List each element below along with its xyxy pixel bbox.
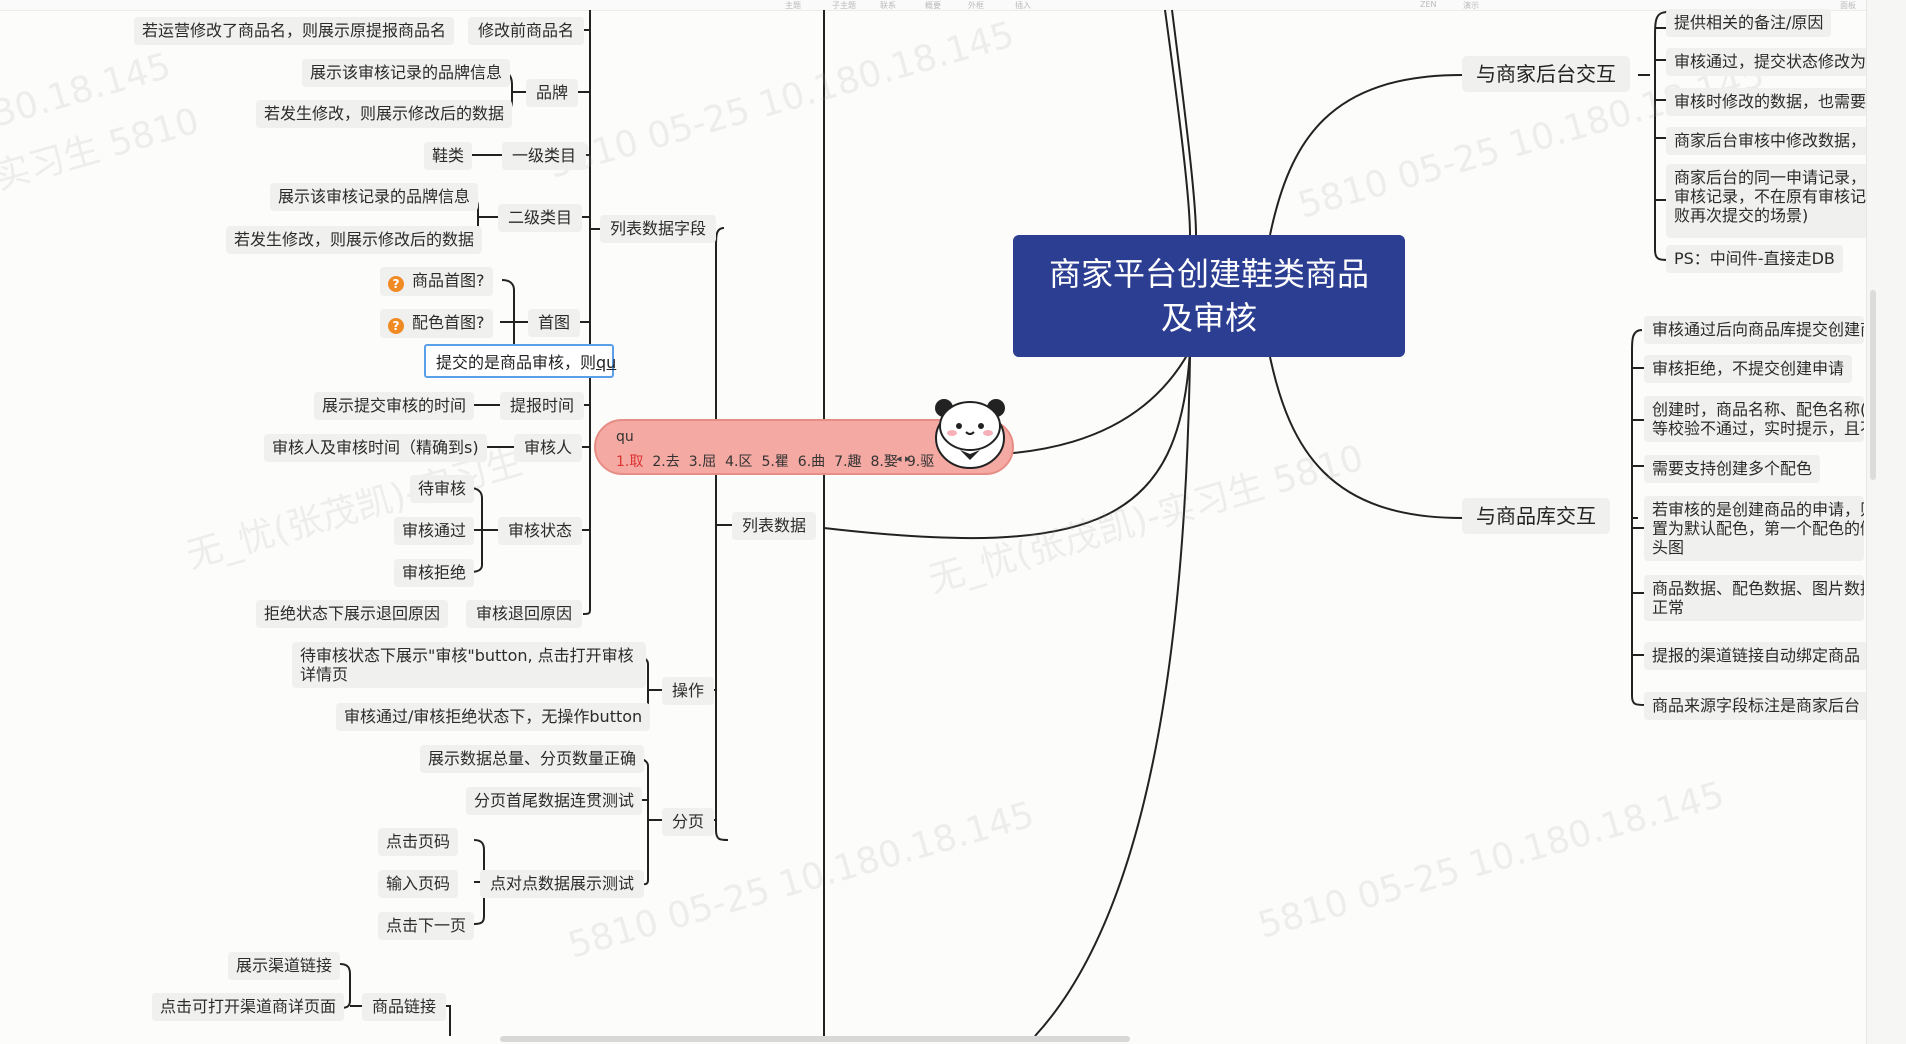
leaf-library-7[interactable]: 提报的渠道链接自动绑定商品 xyxy=(1644,642,1869,670)
ime-candidate[interactable]: 7.趣 xyxy=(834,454,862,470)
central-title-line1: 商家平台创建鞋类商品 xyxy=(1048,255,1369,293)
node-before-name[interactable]: 修改前商品名 xyxy=(468,17,585,45)
toolbar-item[interactable]: ZEN xyxy=(1420,0,1437,9)
leaf-merchant-2[interactable]: 审核通过，提交状态修改为"审 xyxy=(1666,48,1868,76)
node-reviewer[interactable]: 审核人 xyxy=(514,434,583,462)
branch-list-data[interactable]: 列表数据 xyxy=(732,512,817,540)
leaf-merchant-3[interactable]: 审核时修改的数据，也需要同 xyxy=(1666,88,1868,116)
vertical-scrollbar[interactable] xyxy=(1870,290,1876,480)
leaf-cat2-desc2[interactable]: 若发生修改，则展示修改后的数据 xyxy=(226,226,483,254)
node-review-status[interactable]: 审核状态 xyxy=(498,517,583,545)
branch-product-library[interactable]: 与商品库交互 xyxy=(1462,498,1610,534)
leaf-library-8[interactable]: 商品来源字段标注是商家后台 xyxy=(1644,692,1869,720)
leaf-product-link-desc2[interactable]: 点击可打开渠道商详页面 xyxy=(152,993,345,1021)
leaf-status-rejected[interactable]: 审核拒绝 xyxy=(394,559,475,587)
leaf-merchant-4[interactable]: 商家后台审核中修改数据，同 xyxy=(1666,127,1868,155)
ime-candidate[interactable]: 2.去 xyxy=(652,454,680,470)
node-product-link[interactable]: 商品链接 xyxy=(362,993,447,1021)
leaf-cat1-value[interactable]: 鞋类 xyxy=(424,142,473,170)
toolbar-item[interactable]: 外框 xyxy=(968,1,984,10)
edit-composing-text: qu xyxy=(596,353,617,372)
leaf-merchant-5[interactable]: 商家后台的同一申请记录，多 审核记录，不在原有审核记录 败再次提交的场景) xyxy=(1666,164,1868,238)
node-edit-input[interactable]: 提交的是商品审核，则qu xyxy=(424,344,617,378)
leaf-operation-desc1[interactable]: 待审核状态下展示"审核"button, 点击打开审核详情页 xyxy=(292,642,646,688)
node-first-image[interactable]: 首图 xyxy=(528,309,581,337)
leaf-product-first-image[interactable]: ? 商品首图? xyxy=(380,267,493,296)
leaf-status-approved[interactable]: 审核通过 xyxy=(394,517,475,545)
central-topic[interactable]: 商家平台创建鞋类商品 及审核 xyxy=(1013,235,1405,357)
question-icon: ? xyxy=(388,318,404,334)
node-operation[interactable]: 操作 xyxy=(662,677,715,705)
toolbar-item[interactable]: 演示 xyxy=(1463,1,1479,10)
leaf-click-page-num[interactable]: 点击页码 xyxy=(378,828,459,856)
leaf-status-pending[interactable]: 待审核 xyxy=(410,475,475,503)
right-panel-edge xyxy=(1866,0,1906,1044)
toolbar-item[interactable]: 联系 xyxy=(880,1,896,10)
toolbar-item[interactable]: 子主题 xyxy=(832,1,856,10)
leaf-library-4[interactable]: 需要支持创建多个配色 xyxy=(1644,455,1821,483)
leaf-merchant-ps[interactable]: PS：中间件-直接走DB xyxy=(1666,245,1843,273)
ime-candidate[interactable]: 4.区 xyxy=(725,454,753,470)
branch-list-fields[interactable]: 列表数据字段 xyxy=(600,215,717,243)
leaf-color-first-image[interactable]: ? 配色首图? xyxy=(380,309,493,338)
ime-candidate[interactable]: 5.瞿 xyxy=(761,454,789,470)
leaf-reviewer-desc[interactable]: 审核人及审核时间（精确到s) xyxy=(264,434,487,462)
toolbar-item[interactable]: 面板 xyxy=(1840,1,1856,10)
leaf-library-1[interactable]: 审核通过后向商品库提交创建商 xyxy=(1644,316,1864,344)
horizontal-scrollbar[interactable] xyxy=(500,1036,1130,1042)
leaf-product-link-desc1[interactable]: 展示渠道链接 xyxy=(228,952,341,980)
leaf-library-2[interactable]: 审核拒绝，不提交创建申请 xyxy=(1644,355,1853,383)
leaf-cat2-desc1[interactable]: 展示该审核记录的品牌信息 xyxy=(270,183,479,211)
leaf-q1-text: 商品首图? xyxy=(412,271,485,290)
ime-candidate[interactable]: 8.娶 xyxy=(870,454,898,470)
leaf-input-page-num[interactable]: 输入页码 xyxy=(378,870,459,898)
leaf-click-next-page[interactable]: 点击下一页 xyxy=(378,912,475,940)
ime-composition: qu xyxy=(616,429,634,445)
edit-text: 提交的是商品审核，则 xyxy=(436,353,597,372)
leaf-brand-desc2[interactable]: 若发生修改，则展示修改后的数据 xyxy=(256,100,513,128)
node-brand[interactable]: 品牌 xyxy=(526,79,579,107)
leaf-reject-reason-desc[interactable]: 拒绝状态下展示退回原因 xyxy=(256,600,449,628)
leaf-paging-desc2[interactable]: 分页首尾数据连贯测试 xyxy=(466,787,643,815)
leaf-submit-time-desc[interactable]: 展示提交审核的时间 xyxy=(314,392,475,420)
leaf-paging-desc1[interactable]: 展示数据总量、分页数量正确 xyxy=(420,745,645,773)
leaf-library-6[interactable]: 商品数据、配色数据、图片数据 正常 xyxy=(1644,575,1864,621)
toolbar-item[interactable]: 主题 xyxy=(785,1,801,10)
leaf-q2-text: 配色首图? xyxy=(412,313,485,332)
leaf-merchant-1[interactable]: 提供相关的备注/原因 xyxy=(1666,9,1832,37)
node-p2p-test[interactable]: 点对点数据展示测试 xyxy=(480,870,645,898)
ime-candidates: 1.取 2.去 3.屈 4.区 5.瞿 6.曲 7.趣 8.娶 9.驱 xyxy=(616,451,943,471)
leaf-operation-desc2[interactable]: 审核通过/审核拒绝状态下，无操作button xyxy=(336,703,651,731)
node-cat1[interactable]: 一级类目 xyxy=(502,142,587,170)
node-cat2[interactable]: 二级类目 xyxy=(498,204,583,232)
ime-page-arrows[interactable]: ◂ ▸ xyxy=(896,452,911,465)
ime-candidate[interactable]: 6.曲 xyxy=(797,454,826,470)
branch-merchant-backend[interactable]: 与商家后台交互 xyxy=(1462,56,1630,92)
top-toolbar: 主题 子主题 联系 概要 外框 插入 ZEN 演示 面板 xyxy=(0,0,1906,11)
panda-mascot-icon xyxy=(935,399,1005,469)
node-paging[interactable]: 分页 xyxy=(662,808,715,836)
node-reject-reason[interactable]: 审核退回原因 xyxy=(466,600,583,628)
ime-candidate[interactable]: 9.驱 xyxy=(906,454,935,470)
ime-candidate[interactable]: 3.屈 xyxy=(688,454,717,470)
leaf-brand-desc1[interactable]: 展示该审核记录的品牌信息 xyxy=(302,59,511,87)
toolbar-item[interactable]: 插入 xyxy=(1015,1,1031,10)
leaf-library-5[interactable]: 若审核的是创建商品的申请，则 置为默认配色，第一个配色的侧 头图 xyxy=(1644,496,1864,561)
central-title-line2: 及审核 xyxy=(1160,299,1257,337)
toolbar-item[interactable]: 概要 xyxy=(925,1,941,10)
ime-candidate[interactable]: 1.取 xyxy=(616,454,644,470)
question-icon: ? xyxy=(388,276,404,292)
node-submit-time[interactable]: 提报时间 xyxy=(500,392,585,420)
leaf-before-name-desc[interactable]: 若运营修改了商品名，则展示原提报商品名 xyxy=(134,17,455,45)
leaf-library-3[interactable]: 创建时，商品名称、配色名称(同 等校验不通过，实时提示，且不 xyxy=(1644,396,1864,442)
